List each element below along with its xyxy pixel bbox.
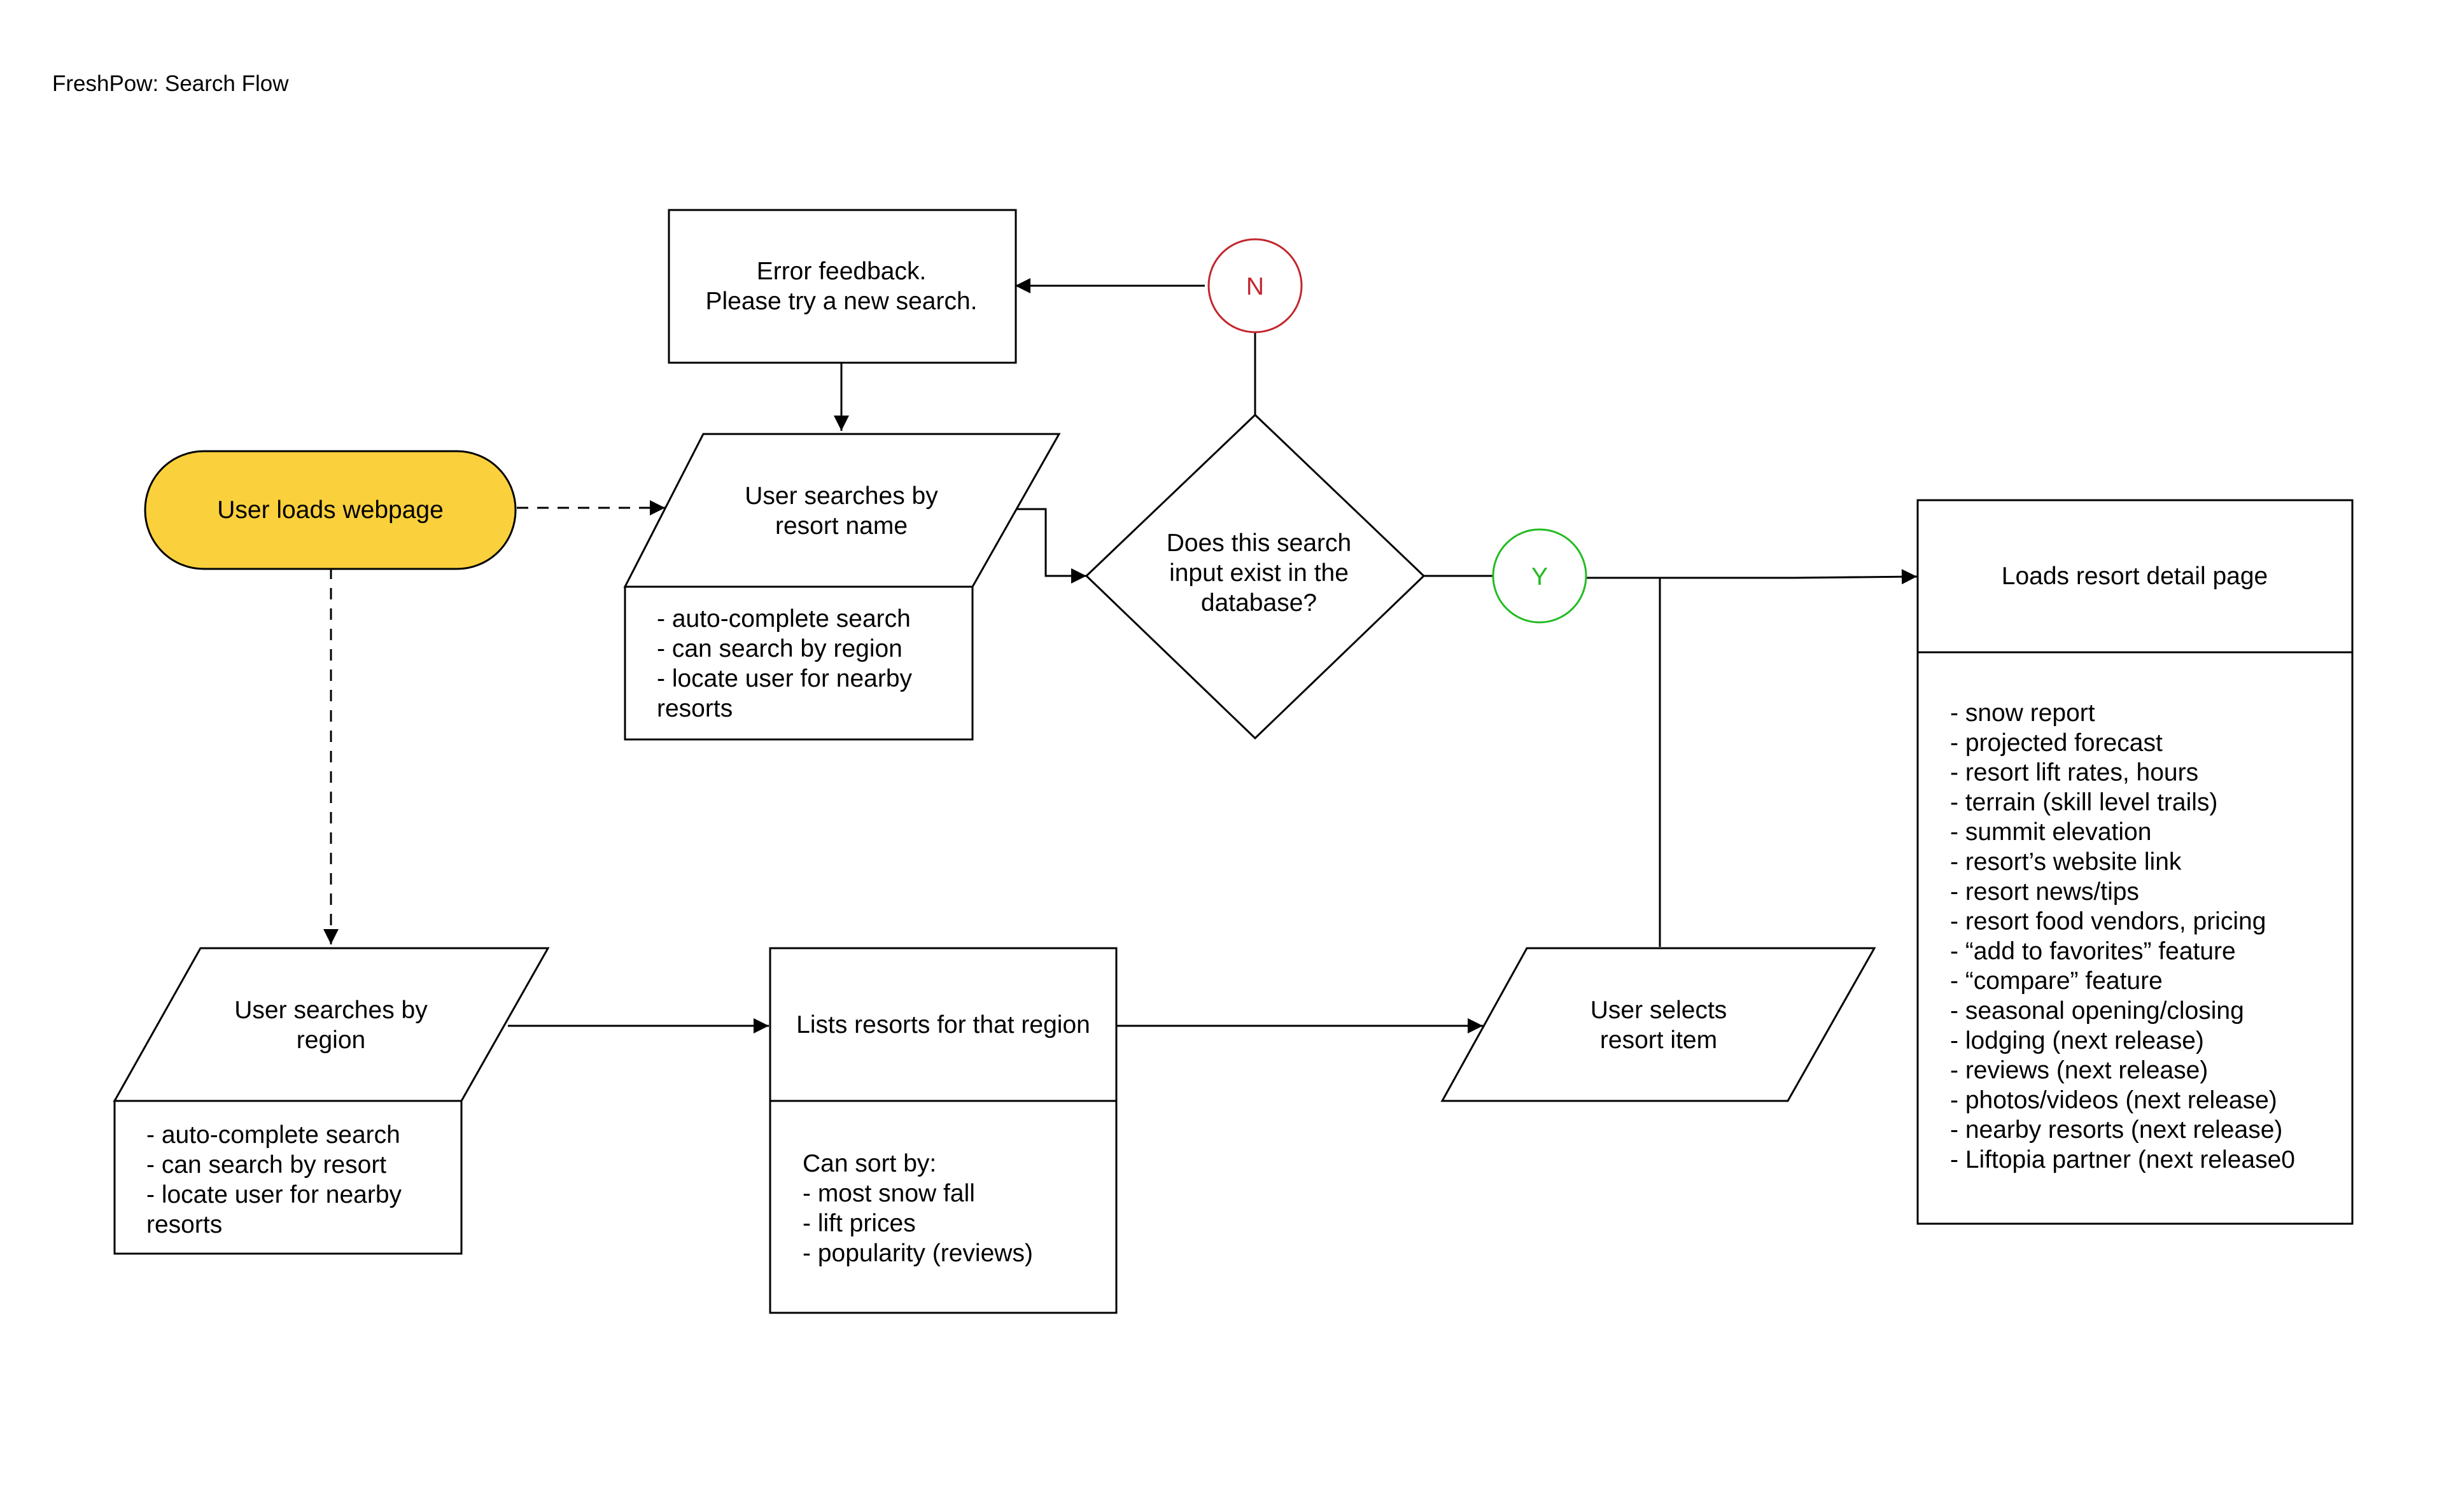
- decision-line-1: Does this search: [1167, 529, 1351, 557]
- detail-item: - resort lift rates, hours: [1950, 759, 2198, 787]
- detail-item: - lodging (next release): [1950, 1027, 2204, 1054]
- detail-item: - “add to favorites” feature: [1950, 937, 2236, 965]
- search-name-note: - auto-complete search: [657, 605, 911, 633]
- select-node: User selects resort item: [1440, 947, 1876, 1102]
- yes-label: Y: [1531, 563, 1548, 591]
- connector-search-name-to-decision: [1017, 508, 1086, 584]
- search-region-note: - auto-complete search: [146, 1121, 400, 1149]
- detail-item: - resort news/tips: [1950, 878, 2139, 906]
- list-node: Lists resorts for that region Can sort b…: [769, 947, 1118, 1314]
- select-line-2: resort item: [1600, 1026, 1717, 1054]
- detail-page-node: Loads resort detail page - snow report- …: [1916, 499, 2354, 1225]
- connector-yes-to-detail: [1586, 569, 1918, 585]
- no-circle: N: [1207, 238, 1303, 333]
- search-name-line-1: User searches by: [745, 482, 938, 510]
- error-line-1: Error feedback.: [757, 258, 927, 285]
- error-line-2: Please try a new search.: [705, 288, 977, 315]
- search-region-node: User searches by region - auto-complete …: [113, 947, 550, 1255]
- no-label: N: [1246, 273, 1264, 300]
- detail-item: - terrain (skill level trails): [1950, 788, 2217, 816]
- search-region-line-2: region: [297, 1026, 365, 1054]
- search-region-note: resorts: [146, 1211, 222, 1238]
- search-name-note: - locate user for nearby: [657, 665, 913, 692]
- select-line-1: User selects: [1591, 997, 1727, 1024]
- search-name-note: - can search by region: [657, 635, 902, 662]
- detail-item: - “compare” feature: [1950, 967, 2163, 995]
- detail-item: - nearby resorts (next release): [1950, 1116, 2282, 1144]
- search-region-note: - can search by resort: [146, 1151, 386, 1179]
- detail-title: Loads resort detail page: [2002, 563, 2268, 590]
- detail-item: - resort’s website link: [1950, 848, 2182, 876]
- decision-diamond: Does this search input exist in the data…: [1085, 413, 1426, 740]
- list-note: - lift prices: [803, 1210, 916, 1237]
- list-note: - popularity (reviews): [803, 1240, 1033, 1267]
- detail-item: - Liftopia partner (next release0: [1950, 1146, 2295, 1173]
- start-terminal: User loads webpage: [144, 450, 517, 570]
- start-label: User loads webpage: [217, 496, 444, 524]
- detail-item: - reviews (next release): [1950, 1057, 2208, 1084]
- decision-line-3: database?: [1201, 589, 1317, 617]
- error-box: Error feedback. Please try a new search.: [668, 209, 1017, 364]
- search-name-node: User searches by resort name - auto-comp…: [623, 433, 1061, 741]
- list-note: Can sort by:: [803, 1150, 936, 1177]
- detail-item: - photos/videos (next release): [1950, 1086, 2277, 1114]
- search-name-line-2: resort name: [775, 512, 908, 540]
- detail-item: - resort food vendors, pricing: [1950, 908, 2266, 935]
- detail-item: - seasonal opening/closing: [1950, 997, 2244, 1025]
- yes-circle: Y: [1492, 528, 1587, 624]
- page-title: FreshPow: Search Flow: [52, 71, 289, 96]
- list-title: Lists resorts for that region: [796, 1011, 1090, 1039]
- search-region-line-1: User searches by: [234, 997, 428, 1024]
- detail-item: - projected forecast: [1950, 729, 2163, 757]
- list-note: - most snow fall: [803, 1180, 975, 1207]
- search-name-note: resorts: [657, 695, 733, 722]
- detail-item: - summit elevation: [1950, 818, 2151, 846]
- detail-item: - snow report: [1950, 699, 2095, 727]
- detail-items-list: - snow report- projected forecast- resor…: [1950, 699, 2295, 1173]
- search-region-note: - locate user for nearby: [146, 1181, 402, 1208]
- decision-line-2: input exist in the: [1169, 559, 1349, 587]
